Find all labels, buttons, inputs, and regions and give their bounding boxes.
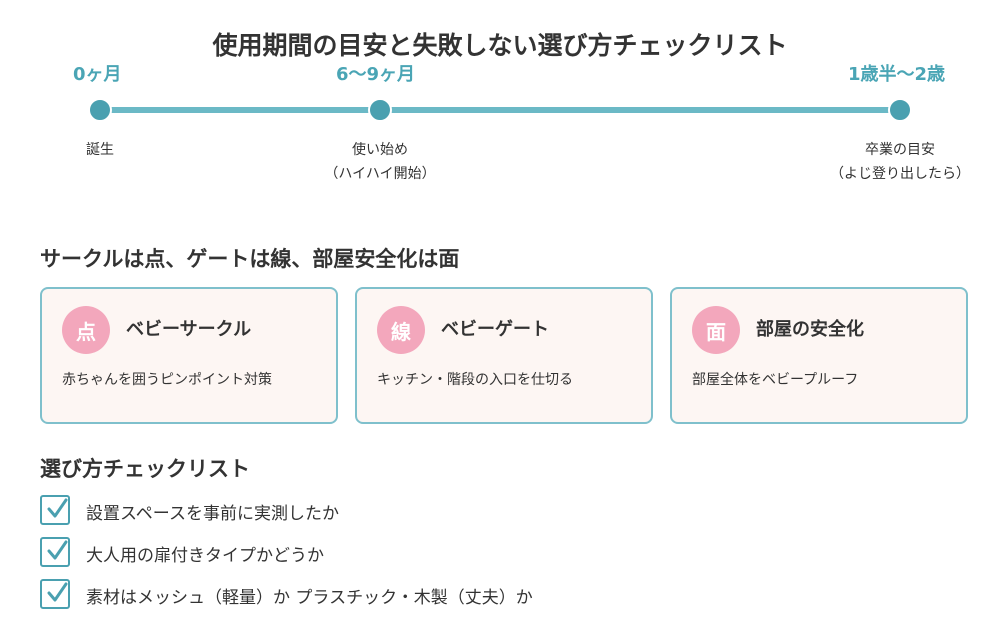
timeline-dot-graduate (888, 98, 912, 122)
types-heading: サークルは点、ゲートは線、部屋安全化は面 (40, 247, 460, 271)
checkmark-icon (47, 498, 68, 518)
card-baby-circle: 点 ベビーサークル 赤ちゃんを囲うピンポイント対策 (40, 287, 338, 424)
timeline-desc-start-use: 使い始め （ハイハイ開始） (300, 138, 460, 186)
timeline-desc-line: （ハイハイ開始） (324, 166, 436, 182)
checkbox[interactable] (40, 537, 70, 567)
timeline-desc-line: 使い始め (352, 142, 408, 158)
timeline-label-start-use: 6〜9ヶ月 (336, 64, 416, 85)
timeline-label-graduate: 1歳半〜2歳 (848, 64, 946, 85)
checkmark-icon (47, 582, 68, 602)
page-title: 使用期間の目安と失敗しない選び方チェックリスト (212, 31, 788, 60)
checklist-heading: 選び方チェックリスト (40, 457, 250, 481)
checklist-item-label: 大人用の扉付きタイプかどうか (86, 546, 324, 566)
card-desc: 部屋全体をベビープルーフ (692, 372, 859, 388)
card-title: ベビーゲート (441, 319, 549, 340)
card-title: 部屋の安全化 (756, 319, 864, 340)
checkbox[interactable] (40, 495, 70, 525)
timeline-desc-line: 誕生 (86, 142, 114, 158)
checklist-item-label: 素材はメッシュ（軽量）か プラスチック・木製（丈夫）か (86, 588, 533, 608)
checkmark-icon (47, 540, 68, 560)
timeline-desc-line: （よじ登り出したら） (830, 166, 970, 182)
timeline-label-start: 0ヶ月 (73, 64, 122, 85)
timeline-dot-birth (88, 98, 112, 122)
card-title: ベビーサークル (126, 319, 252, 340)
checklist-item-label: 設置スペースを事前に実測したか (86, 504, 339, 524)
card-baby-gate: 線 ベビーゲート キッチン・階段の入口を仕切る (355, 287, 653, 424)
timeline-desc-graduate: 卒業の目安 （よじ登り出したら） (810, 138, 990, 186)
timeline-dot-start-use (368, 98, 392, 122)
card-desc: キッチン・階段の入口を仕切る (377, 372, 573, 388)
card-badge: 線 (377, 306, 425, 354)
card-badge: 面 (692, 306, 740, 354)
card-room-safety: 面 部屋の安全化 部屋全体をベビープルーフ (670, 287, 968, 424)
timeline-desc-birth: 誕生 (70, 138, 130, 162)
card-badge: 点 (62, 306, 110, 354)
timeline-desc-line: 卒業の目安 (865, 142, 935, 158)
checkbox[interactable] (40, 579, 70, 609)
timeline-line (100, 107, 900, 113)
card-desc: 赤ちゃんを囲うピンポイント対策 (62, 372, 272, 388)
